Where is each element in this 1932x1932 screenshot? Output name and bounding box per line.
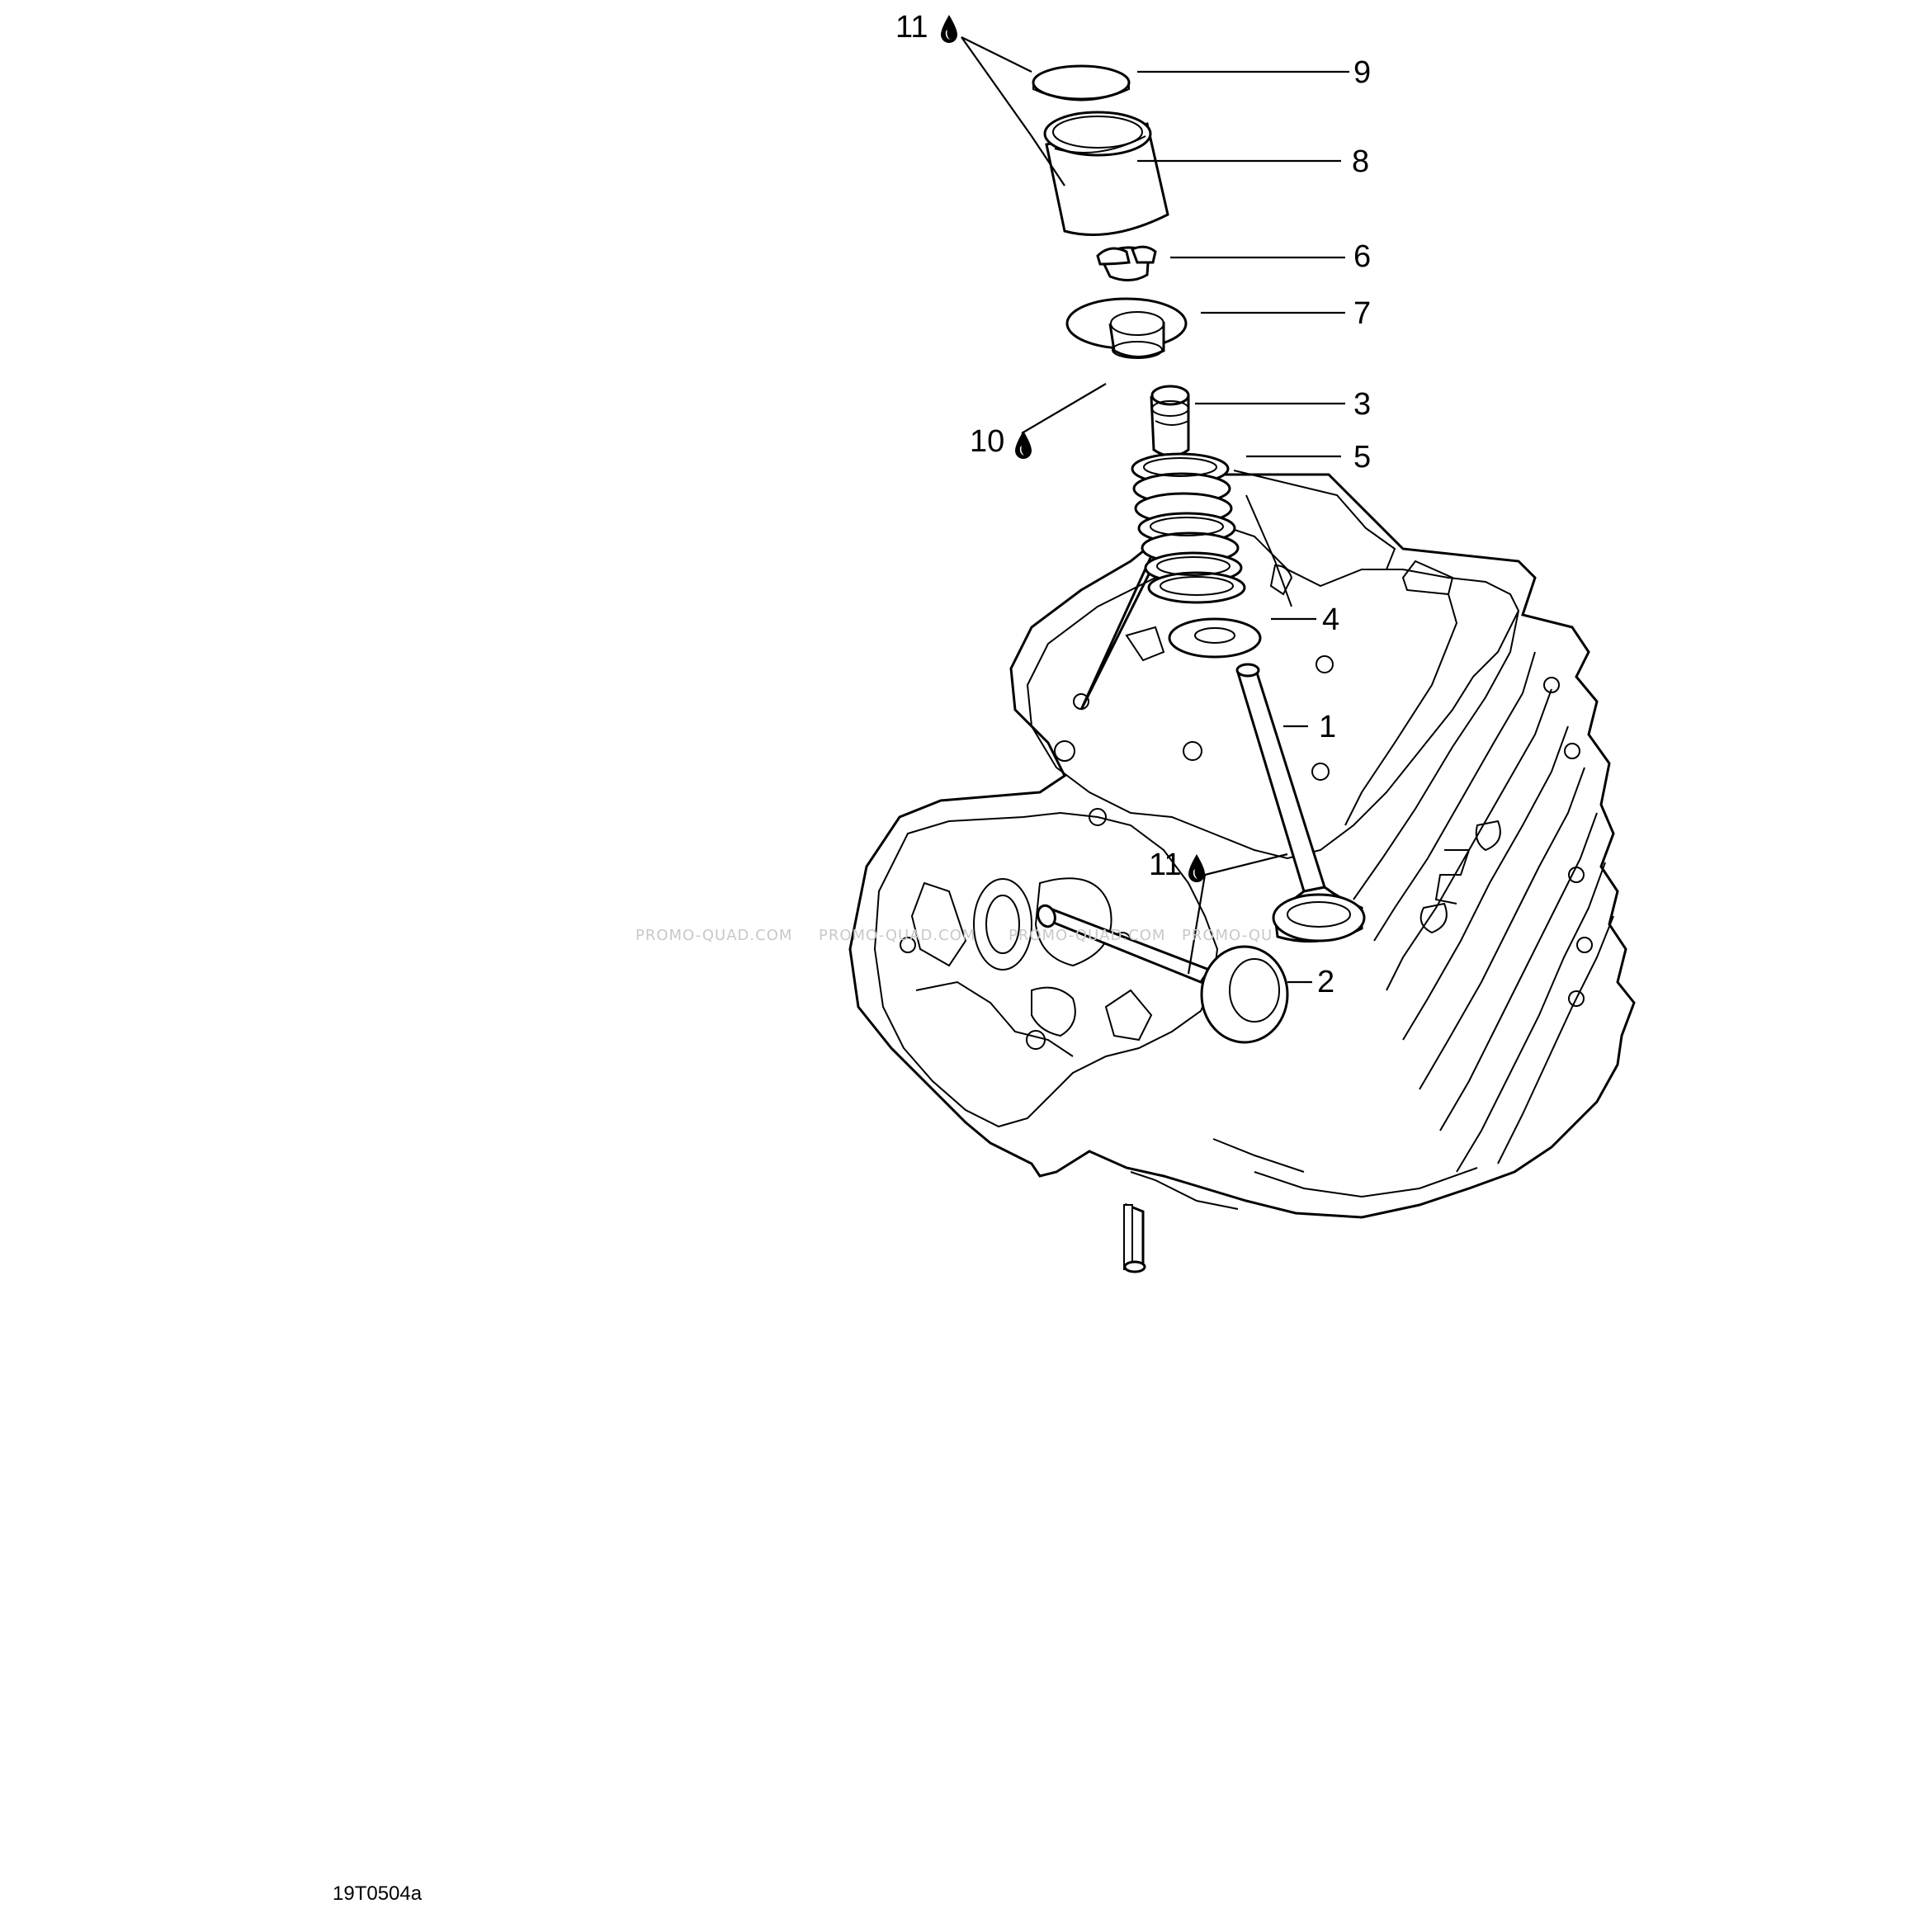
part-1-valve bbox=[1235, 663, 1366, 943]
part-4-spring-seat bbox=[1168, 617, 1262, 659]
callout-10: 10 bbox=[970, 424, 1004, 459]
callout-6: 6 bbox=[1353, 239, 1371, 274]
oil-drop-icon bbox=[1015, 431, 1032, 459]
callout-8: 8 bbox=[1352, 144, 1369, 179]
part-7-spring-retainer bbox=[1065, 297, 1188, 359]
callout-1: 1 bbox=[1319, 710, 1336, 744]
lubricant-icons bbox=[941, 15, 1205, 882]
callout-labels: 9 8 6 7 3 5 4 1 2 11 10 11 bbox=[895, 10, 1371, 999]
watermarks: PROMO-QUAD.COM PROMO-QUAD.COM PROMO-QUAD… bbox=[635, 927, 1273, 944]
part-3-valve-stem-seal bbox=[1150, 385, 1190, 457]
oil-drop-icon bbox=[941, 15, 957, 43]
part-2-valve bbox=[1037, 904, 1289, 1044]
callout-2: 2 bbox=[1317, 965, 1334, 999]
cylinder-head bbox=[848, 470, 1636, 1273]
leader-lines bbox=[961, 36, 1349, 984]
part-6-valve-cotters bbox=[1096, 245, 1157, 281]
oil-drop-icon bbox=[1188, 854, 1205, 882]
callout-3: 3 bbox=[1353, 387, 1371, 422]
watermark-text: PROMO-QUAD.COM bbox=[1009, 927, 1165, 944]
watermark-text: PROMO-QUAD.COM bbox=[635, 927, 792, 944]
part-5-valve-spring bbox=[1131, 452, 1246, 604]
watermark-text: PROMO-QU bbox=[1182, 927, 1273, 944]
callout-9: 9 bbox=[1353, 55, 1371, 90]
callout-5: 5 bbox=[1353, 440, 1371, 475]
callout-11-top: 11 bbox=[895, 10, 928, 45]
part-8-tappet bbox=[1043, 111, 1169, 236]
callout-7: 7 bbox=[1353, 296, 1371, 331]
watermark-text: PROMO-QUAD.COM bbox=[819, 927, 975, 944]
callout-4: 4 bbox=[1322, 602, 1339, 637]
drawing-code: 19T0504a bbox=[333, 1882, 423, 1905]
part-9-shim bbox=[1032, 64, 1131, 102]
callout-11-lower: 11 bbox=[1149, 848, 1181, 882]
